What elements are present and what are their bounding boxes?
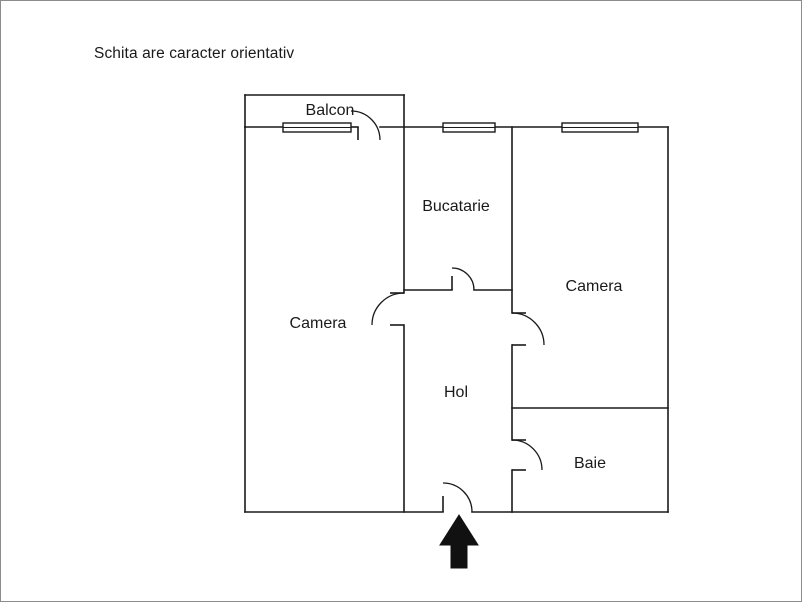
room-labels-group: Balcon Camera Bucatarie Camera Hol Baie <box>290 102 623 472</box>
door-baie-arc <box>511 439 543 471</box>
door-entrance-arc <box>442 482 473 513</box>
room-label-bucatarie: Bucatarie <box>422 198 490 215</box>
room-label-hol: Hol <box>444 384 468 401</box>
entrance-arrow-shape <box>439 514 479 569</box>
window-kitchen <box>442 122 496 133</box>
room-label-camera-right: Camera <box>566 278 623 295</box>
door-camera-left-arc <box>371 292 405 326</box>
door-balcony-arc <box>350 110 381 141</box>
room-label-camera-left: Camera <box>290 315 347 332</box>
room-label-balcon: Balcon <box>306 102 355 119</box>
walls-group <box>244 94 669 513</box>
window-camera-right <box>561 122 639 133</box>
door-swings-group <box>350 110 545 513</box>
windows-group <box>282 122 639 133</box>
door-jambs-group <box>357 127 526 512</box>
entrance-arrow <box>439 514 479 569</box>
page-title: Schita are caracter orientativ <box>94 45 295 62</box>
door-camera-right-arc <box>511 312 545 346</box>
window-balcony <box>282 122 352 133</box>
door-kitchen-hall-arc <box>451 267 475 291</box>
room-label-baie: Baie <box>574 455 606 472</box>
